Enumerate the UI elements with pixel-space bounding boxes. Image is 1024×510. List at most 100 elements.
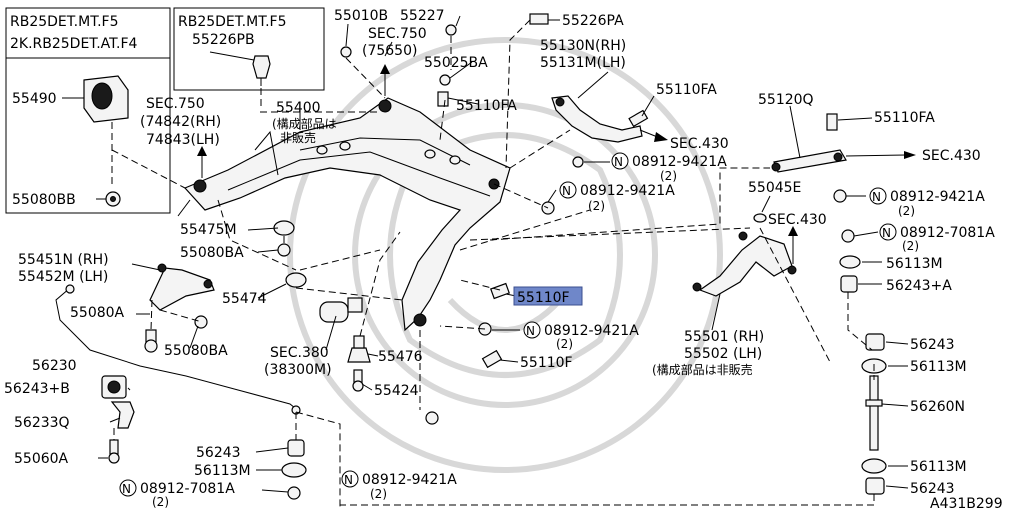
label-55045E: 55045E <box>748 180 801 196</box>
svg-text:N: N <box>562 184 571 198</box>
label-55060A: 55060A <box>14 451 69 467</box>
label-55452M: 55452M (LH) <box>18 269 108 285</box>
circled-n-icon: N <box>119 479 137 497</box>
label-note-full: (構成部品は非販売 <box>652 362 753 377</box>
bushing-56243-c <box>287 439 305 457</box>
highlight-box <box>513 286 583 306</box>
label-56113M-3: 56113M <box>194 463 251 479</box>
variant-box-1 <box>5 7 171 214</box>
nut-08912-e <box>425 411 439 425</box>
bushing-55490 <box>83 75 129 123</box>
label-qty-3: (2) <box>898 204 915 218</box>
circled-n-icon: N <box>869 187 887 205</box>
svg-text:N: N <box>872 190 881 204</box>
svg-text:N: N <box>122 482 131 496</box>
mount-56113M-c <box>861 458 887 474</box>
nut-55080BB <box>105 191 121 207</box>
label-56233Q: 56233Q <box>14 415 70 431</box>
bracket-56233Q <box>110 401 135 429</box>
label-55110FA-b: 55110FA <box>656 82 717 98</box>
label-55080A: 55080A <box>70 305 125 321</box>
label-sec750-a-sub: (75650) <box>362 43 417 59</box>
label-55227: 55227 <box>400 8 445 24</box>
nut-55080BA-2 <box>194 315 208 329</box>
mount-56113M-d <box>281 462 307 478</box>
bolt-55424 <box>352 369 364 392</box>
arm-55451N <box>149 263 215 311</box>
label-55010B: 55010B <box>334 8 388 24</box>
circled-n-icon: N <box>341 470 359 488</box>
label-qty-4: (2) <box>902 239 919 253</box>
nut-55010B <box>340 46 352 58</box>
rod-56260N <box>865 375 883 451</box>
lower-arm-55501 <box>692 231 797 297</box>
svg-text:N: N <box>526 324 535 338</box>
label-qty-7: (2) <box>152 495 169 509</box>
label-55080BA-1: 55080BA <box>180 245 244 261</box>
nut-55080BA <box>277 243 291 257</box>
arrow-right-icon <box>845 151 916 159</box>
bolt-55226PA <box>529 13 549 25</box>
bolt-55110FA-c <box>826 113 838 131</box>
bushing-56243-b <box>865 477 885 495</box>
label-55080BB: 55080BB <box>12 192 76 208</box>
mount-55474 <box>285 272 307 288</box>
label-55130N: 55130N(RH) <box>540 38 626 54</box>
label-56113M-2: 56113M <box>910 359 967 375</box>
label-55400: 55400 <box>276 100 321 116</box>
upper-arm-55130N <box>551 95 643 143</box>
nut-08912-7081A-b <box>287 486 301 500</box>
label-sec750-b-sub1: (74842(RH) <box>140 114 221 130</box>
label-08912-7081A-1: 08912-7081A <box>900 225 995 241</box>
label-55424: 55424 <box>374 383 419 399</box>
mount-56113M-a <box>839 255 861 269</box>
label-55502: 55502 (LH) <box>684 346 762 362</box>
label-qty-5: (2) <box>556 337 573 351</box>
circled-n-icon: N <box>611 152 629 170</box>
bushing-56243A <box>840 275 858 293</box>
circled-n-icon: N <box>523 321 541 339</box>
svg-text:N: N <box>614 155 623 169</box>
arrow-up-icon <box>197 146 207 178</box>
label-55501: 55501 (RH) <box>684 329 764 345</box>
link-55120Q <box>771 149 847 173</box>
label-note-1: (構成部品は <box>272 116 337 131</box>
bolt-55226PB <box>252 55 271 86</box>
circled-n-icon: N <box>879 223 897 241</box>
bolt-55060A <box>108 439 120 464</box>
label-55110F-highlighted[interactable]: 55110F <box>517 290 570 306</box>
label-55110FA-a: 55110FA <box>456 98 517 114</box>
label-56230: 56230 <box>32 358 77 374</box>
label-08912-9421A-1: 08912-9421A <box>632 154 727 170</box>
label-55226PA: 55226PA <box>562 13 624 29</box>
label-55476: 55476 <box>378 349 423 365</box>
circled-n-icon: N <box>559 181 577 199</box>
label-qty-6: (2) <box>370 487 387 501</box>
bolt-55110FA <box>437 91 449 107</box>
label-08912-7081A-2: 08912-7081A <box>140 481 235 497</box>
label-56113M-4: 56113M <box>910 459 967 475</box>
label-55120Q: 55120Q <box>758 92 814 108</box>
diagram-id: A431B299 <box>930 496 1003 510</box>
arrow-right-icon <box>639 129 668 142</box>
label-sec750-b-sub2: 74843(LH) <box>146 132 220 148</box>
label-56243-3: 56243 <box>910 481 955 497</box>
svg-text:N: N <box>882 226 891 240</box>
label-56113M-1: 56113M <box>886 256 943 272</box>
label-55474: 55474 <box>222 291 267 307</box>
nut-55080A <box>144 329 158 353</box>
bolt-55110F-2 <box>481 349 503 369</box>
label-55080BA-2: 55080BA <box>164 343 228 359</box>
nut-08912-c <box>572 156 584 168</box>
box2-line2: 55226PB <box>192 32 255 48</box>
variant-box-2 <box>173 7 325 91</box>
bolt-55110FA-b <box>628 109 649 128</box>
label-56243-2: 56243 <box>196 445 241 461</box>
label-sec750-a: SEC.750 <box>368 26 427 42</box>
washer-55045E <box>753 213 767 223</box>
bushing-56243B <box>101 375 127 399</box>
label-56243A: 56243+A <box>886 278 952 294</box>
bushing-55476 <box>347 335 371 363</box>
label-qty-1: (2) <box>660 169 677 183</box>
label-sec750-b: SEC.750 <box>146 96 205 112</box>
